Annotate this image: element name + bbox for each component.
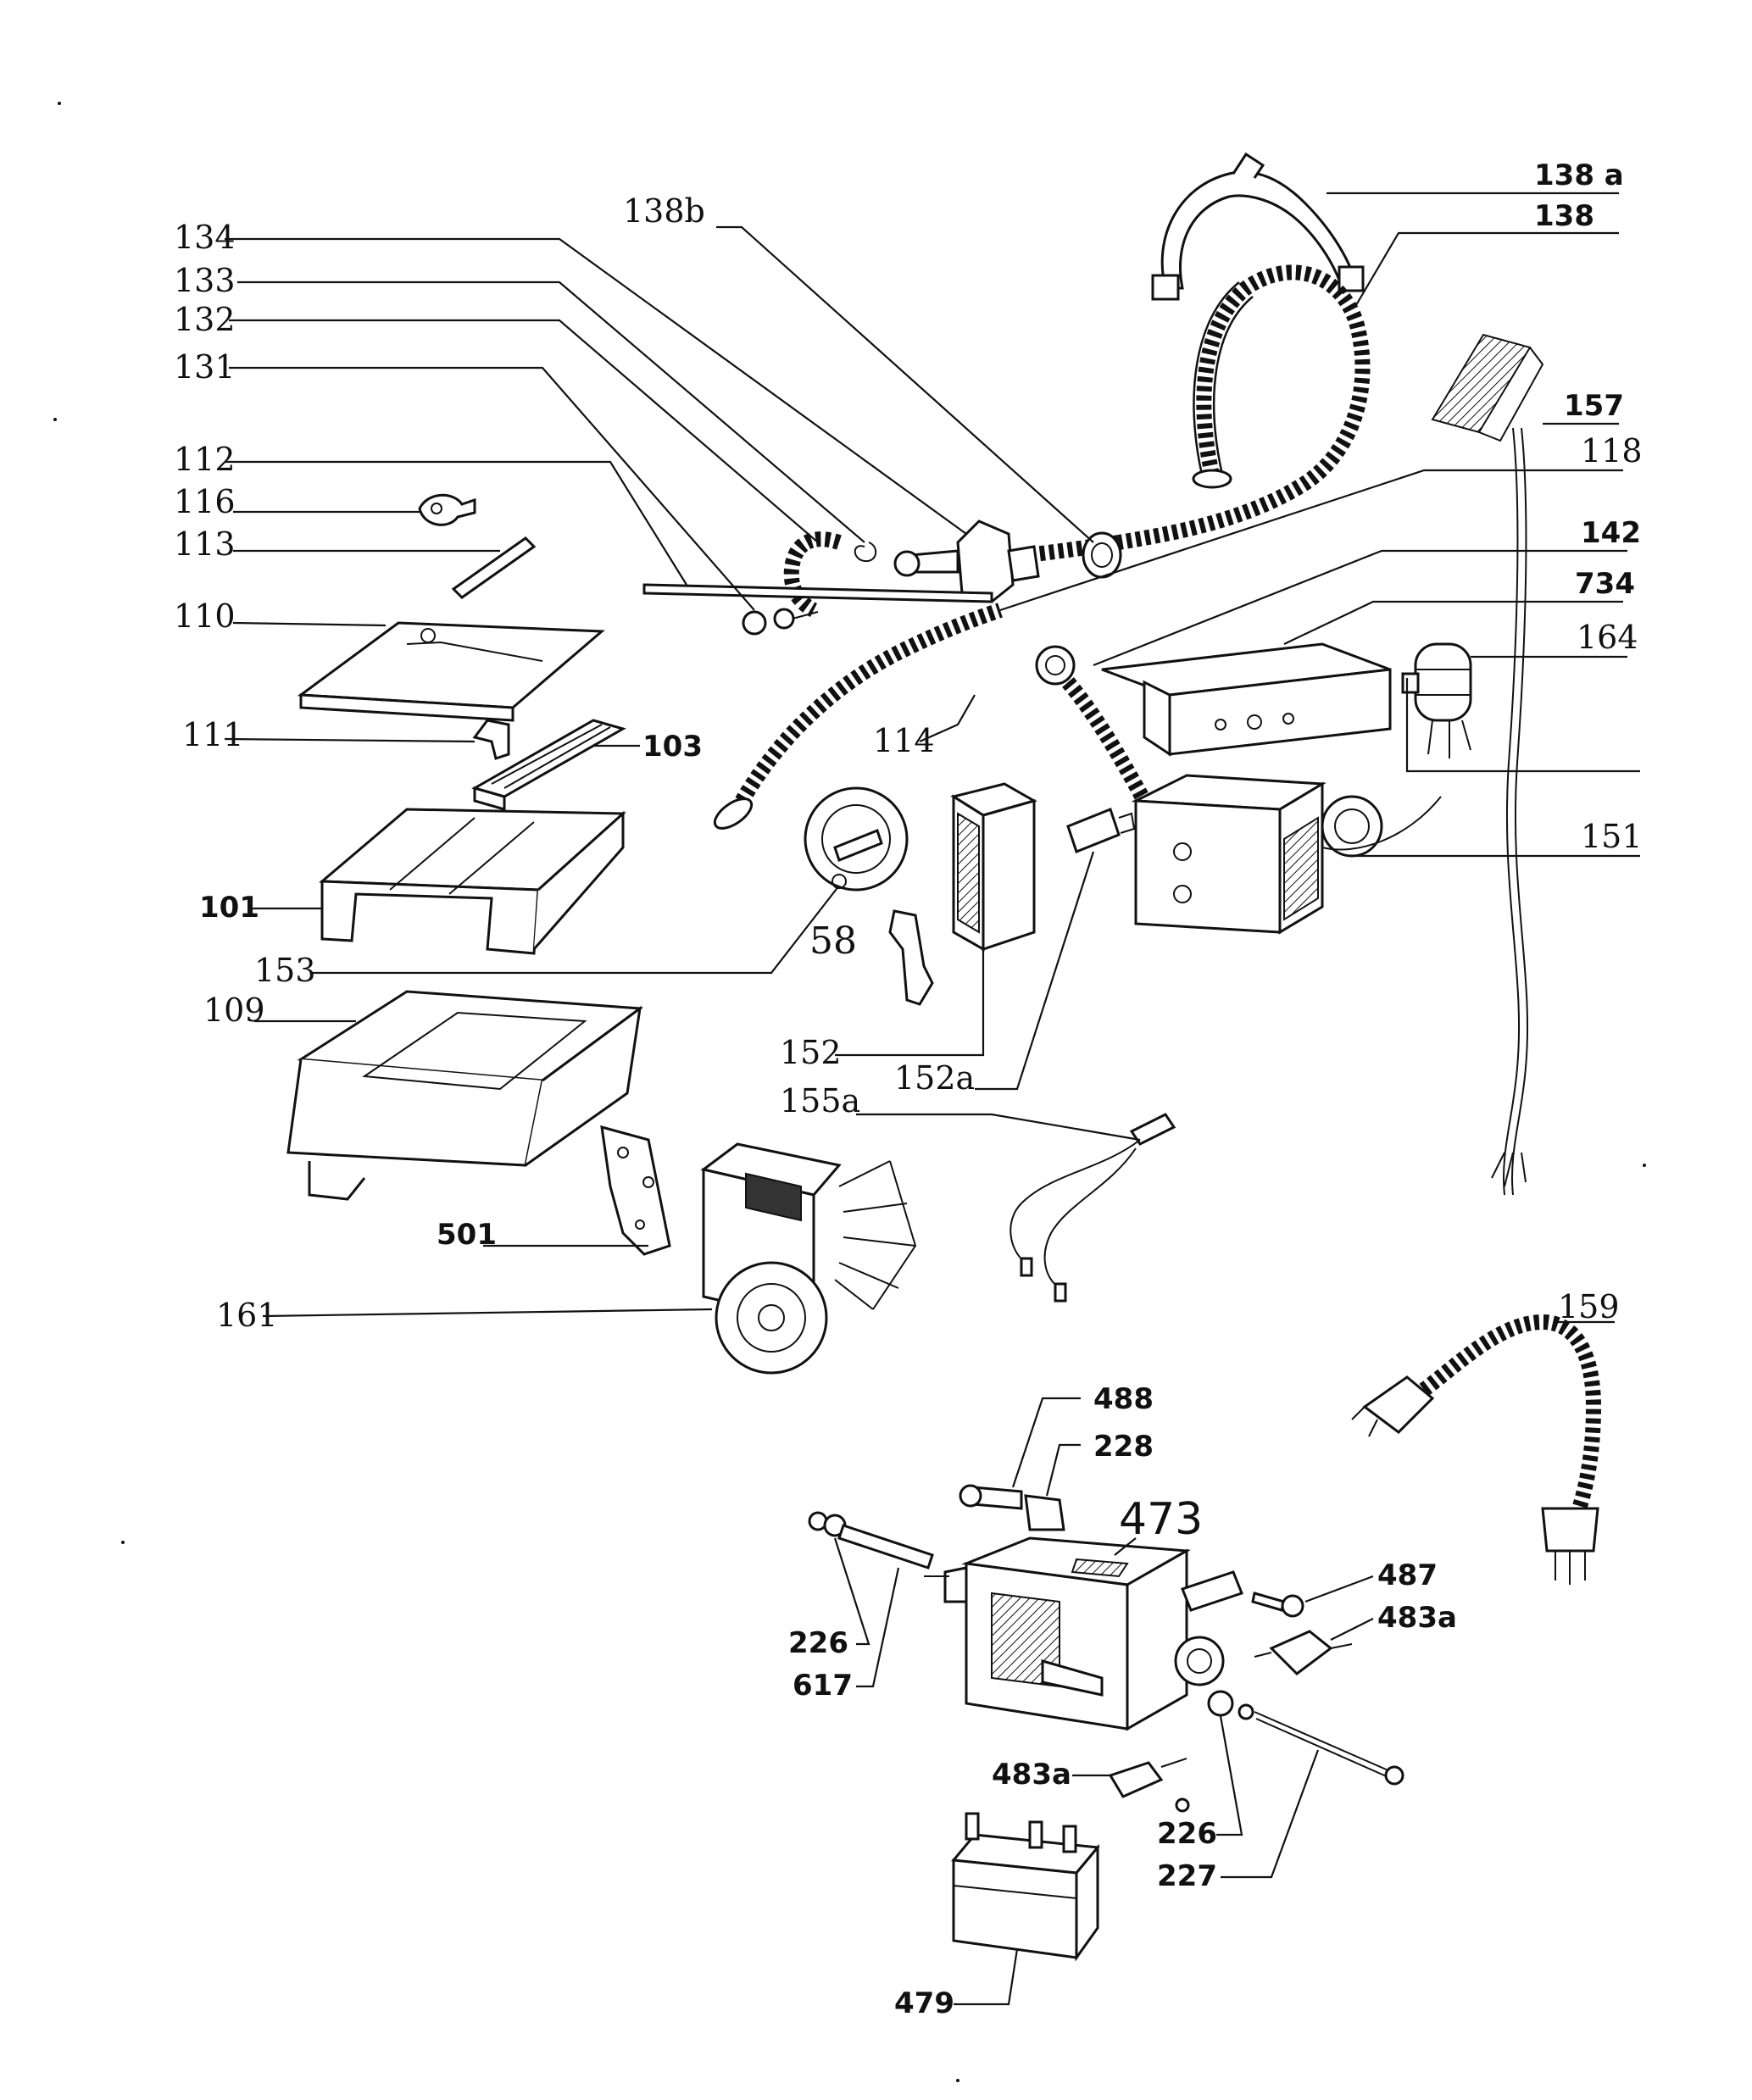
dispenser-insert-103	[471, 719, 626, 811]
label-138b: 138b	[623, 192, 705, 230]
label-112: 112	[174, 441, 236, 478]
label-142: 142	[1581, 516, 1641, 550]
label-479: 479	[894, 1986, 954, 2020]
label-483a-right: 483a	[1377, 1601, 1457, 1635]
wiring-harness-157	[1431, 333, 1544, 1196]
leader-lines	[224, 192, 1640, 2006]
label-133: 133	[174, 262, 236, 299]
rod-112	[642, 583, 993, 603]
label-131: 131	[174, 348, 236, 386]
label-157: 157	[1564, 389, 1624, 423]
washer-226-left	[808, 1511, 847, 1537]
thermostat-wire	[1009, 1113, 1176, 1303]
relay-block-152	[950, 782, 1037, 952]
part-labels: 134 133 132 131 138b 138 a 138 157 118 1…	[174, 158, 1643, 2020]
bracket-plate-501	[600, 1125, 671, 1256]
hose-hanger-138a	[1151, 152, 1365, 301]
label-132: 132	[174, 301, 236, 338]
mounting-bracket-142	[1101, 642, 1392, 757]
label-111: 111	[182, 716, 244, 753]
label-101: 101	[199, 891, 259, 925]
inlet-hose-118	[1035, 645, 1151, 805]
label-114: 114	[873, 722, 935, 759]
label-138a: 138 a	[1534, 158, 1624, 192]
programmer-timer-151	[1131, 774, 1442, 935]
label-617: 617	[793, 1669, 853, 1703]
power-cord-159	[1351, 1314, 1602, 1585]
bracket-111	[472, 719, 510, 760]
label-164: 164	[1577, 619, 1638, 656]
drain-hose-138	[990, 264, 1371, 567]
stray-mark	[58, 102, 61, 105]
stray-mark	[121, 1541, 125, 1544]
clip-483a-right	[1254, 1630, 1353, 1675]
label-134: 134	[174, 219, 236, 256]
main-motor-473	[924, 1536, 1243, 1731]
tube-132	[783, 531, 842, 618]
label-483a-bottom: 483a	[992, 1758, 1071, 1792]
rod-227	[1254, 1711, 1404, 1786]
pin-488	[959, 1484, 1023, 1510]
label-159: 159	[1558, 1288, 1620, 1325]
detergent-cover-110	[297, 621, 605, 722]
key-116	[418, 493, 476, 526]
lever-113	[451, 536, 537, 599]
stray-mark	[956, 2079, 959, 2082]
label-488: 488	[1093, 1382, 1154, 1416]
label-152: 152	[780, 1034, 842, 1071]
label-58: 58	[809, 919, 857, 963]
connector-155a	[1066, 808, 1136, 853]
label-153: 153	[254, 952, 316, 989]
clip-483a-bottom	[1108, 1758, 1190, 1813]
detergent-housing-109	[286, 990, 644, 1201]
small-clip-133	[854, 542, 877, 563]
label-226-right: 226	[1157, 1817, 1217, 1851]
bushing-226-right	[1207, 1690, 1254, 1720]
drain-pump-161	[700, 1142, 917, 1375]
label-103: 103	[642, 730, 703, 764]
label-116: 116	[174, 483, 236, 520]
label-228: 228	[1093, 1430, 1154, 1464]
bracket-58	[888, 909, 934, 1006]
label-734: 734	[1575, 567, 1635, 601]
clamp-131	[742, 608, 819, 636]
bushing-228	[1024, 1494, 1065, 1531]
stray-mark	[1643, 1164, 1646, 1167]
label-227: 227	[1157, 1859, 1217, 1893]
label-110: 110	[174, 597, 236, 635]
shaft-617	[837, 1524, 934, 1569]
detergent-drawer-101	[319, 808, 626, 955]
label-501: 501	[437, 1218, 497, 1252]
hose-clamp-138b	[1082, 531, 1122, 579]
hose-detergent-tub	[713, 603, 1003, 830]
terminal-block-479	[951, 1812, 1100, 1962]
label-118: 118	[1581, 432, 1643, 469]
label-487: 487	[1377, 1558, 1438, 1592]
label-151: 151	[1581, 818, 1643, 855]
label-152a: 152a	[894, 1059, 975, 1097]
label-161: 161	[216, 1297, 278, 1334]
label-473: 473	[1119, 1494, 1203, 1545]
stray-mark	[53, 418, 57, 421]
label-155a: 155a	[780, 1082, 860, 1119]
bolt-487	[1251, 1592, 1304, 1618]
label-226-left: 226	[788, 1626, 848, 1660]
capacitor-164	[1401, 642, 1472, 758]
label-109: 109	[203, 992, 265, 1029]
label-138: 138	[1534, 199, 1594, 233]
pressure-switch-153	[804, 786, 909, 892]
label-113: 113	[174, 525, 236, 563]
